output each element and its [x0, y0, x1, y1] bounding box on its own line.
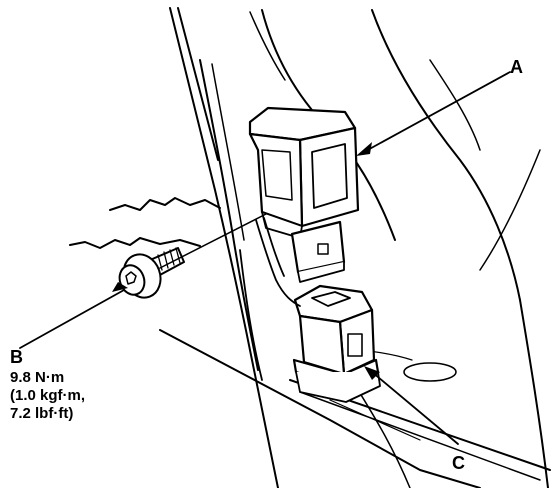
bolt	[118, 247, 185, 299]
callout-b-torque-lbf: 7.2 lbf·ft)	[10, 405, 74, 422]
connector-clip	[292, 284, 381, 403]
arrow-head-b	[112, 282, 128, 292]
sensor-unit	[248, 106, 360, 283]
leader-line-c	[371, 371, 459, 445]
arrow-heads	[112, 142, 380, 380]
leader-line-b	[19, 289, 125, 349]
callout-c-label: C	[452, 453, 465, 473]
arrow-head-c	[364, 366, 380, 380]
leader-line-a	[363, 71, 511, 153]
callout-b-torque-nm: 9.8 N·m	[10, 369, 65, 386]
callout-b-torque-kgf: (1.0 kgf·m,	[10, 387, 86, 404]
callout-a-label: A	[510, 57, 523, 77]
bolt-alignment-line	[159, 213, 267, 269]
wire-harness	[239, 217, 301, 381]
arrow-head-a	[356, 142, 372, 156]
callout-b-label: B	[10, 347, 23, 367]
leader-lines	[19, 71, 511, 445]
